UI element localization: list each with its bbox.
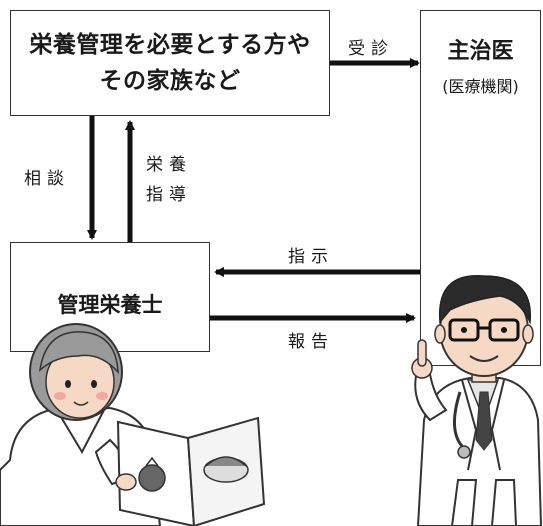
label-instruction: 指示 (288, 247, 334, 267)
label-consult: 受診 (348, 39, 394, 59)
doctor-title: 主治医 (447, 39, 514, 64)
label-soudan: 相談 (24, 169, 70, 189)
patient-box: 栄養管理を必要とする方や その家族など (10, 10, 330, 116)
label-report: 報告 (288, 332, 334, 352)
dietitian-title: 管理栄養士 (57, 293, 163, 317)
label-guidance-line2: 指導 (146, 185, 192, 205)
patient-label-line2: その家族など (99, 68, 241, 94)
dietitian-box: 管理栄養士 (10, 242, 210, 352)
label-guidance-line1: 栄養 (146, 155, 192, 175)
doctor-subtitle: (医療機関) (442, 77, 519, 96)
patient-label-line1: 栄養管理を必要とする方や (29, 32, 311, 58)
